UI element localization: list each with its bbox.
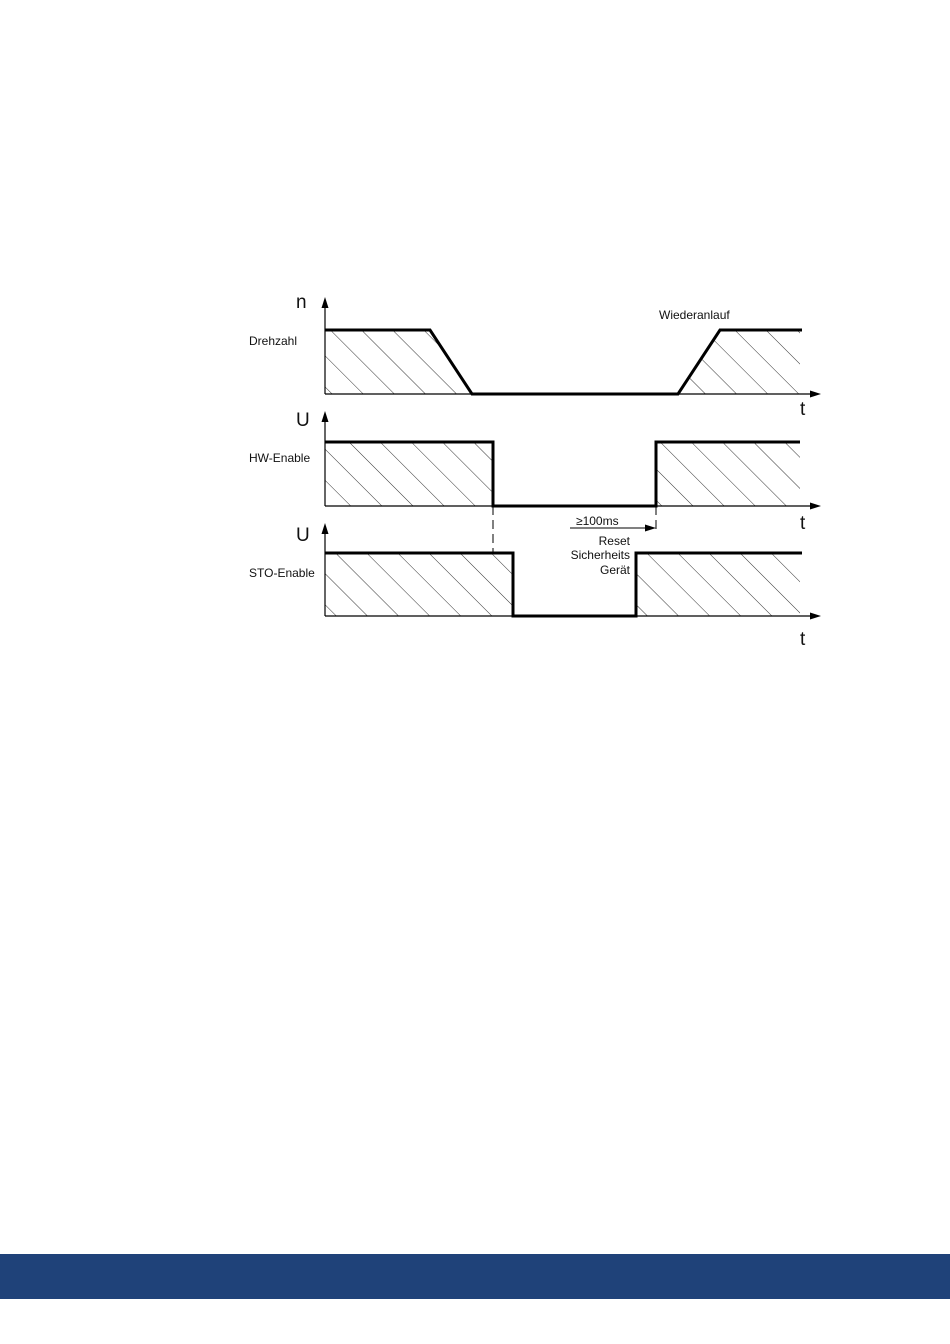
hw-enable-hatch-left — [325, 442, 493, 506]
reset-label-line-1: Reset — [599, 534, 631, 548]
hw-enable-x-symbol: t — [800, 513, 806, 534]
drehzahl-hatch-right — [678, 330, 800, 394]
sto-enable-y-arrowhead — [322, 523, 329, 534]
wiederanlauf-annotation: Wiederanlauf — [659, 308, 730, 322]
hw-enable-y-arrowhead — [322, 411, 329, 422]
drehzahl-x-symbol: t — [800, 399, 806, 420]
hw-enable-hatch-right — [656, 442, 800, 506]
drehzahl-y-symbol: n — [296, 292, 307, 313]
sto-enable-signal-label: STO-Enable — [249, 566, 315, 580]
min-delay-label: ≥100ms — [576, 514, 619, 528]
footer-bar — [0, 1254, 950, 1299]
reset-label-line-2: Sicherheits — [571, 548, 630, 562]
min-delay-arrowhead — [645, 525, 656, 532]
drehzahl-row: n t Drehzahl Wiederanlauf — [249, 292, 821, 420]
sto-enable-hatch-left — [325, 553, 513, 616]
sto-enable-hatch-right — [636, 553, 800, 616]
drehzahl-y-arrowhead — [322, 297, 329, 308]
sto-enable-x-arrowhead — [810, 613, 821, 620]
sto-enable-y-symbol: U — [296, 525, 310, 546]
drehzahl-signal-label: Drehzahl — [249, 334, 297, 348]
hw-enable-row: U t HW-Enable — [249, 410, 821, 534]
hw-enable-y-symbol: U — [296, 410, 310, 431]
sto-enable-row: U t STO-Enable — [249, 523, 821, 650]
sto-enable-x-symbol: t — [800, 629, 806, 650]
timing-markers: ≥100ms Reset Sicherheits Gerät — [493, 506, 656, 577]
reset-label-line-3: Gerät — [600, 563, 631, 577]
drehzahl-x-arrowhead — [810, 391, 821, 398]
hw-enable-signal-label: HW-Enable — [249, 451, 310, 465]
hw-enable-x-arrowhead — [810, 503, 821, 510]
